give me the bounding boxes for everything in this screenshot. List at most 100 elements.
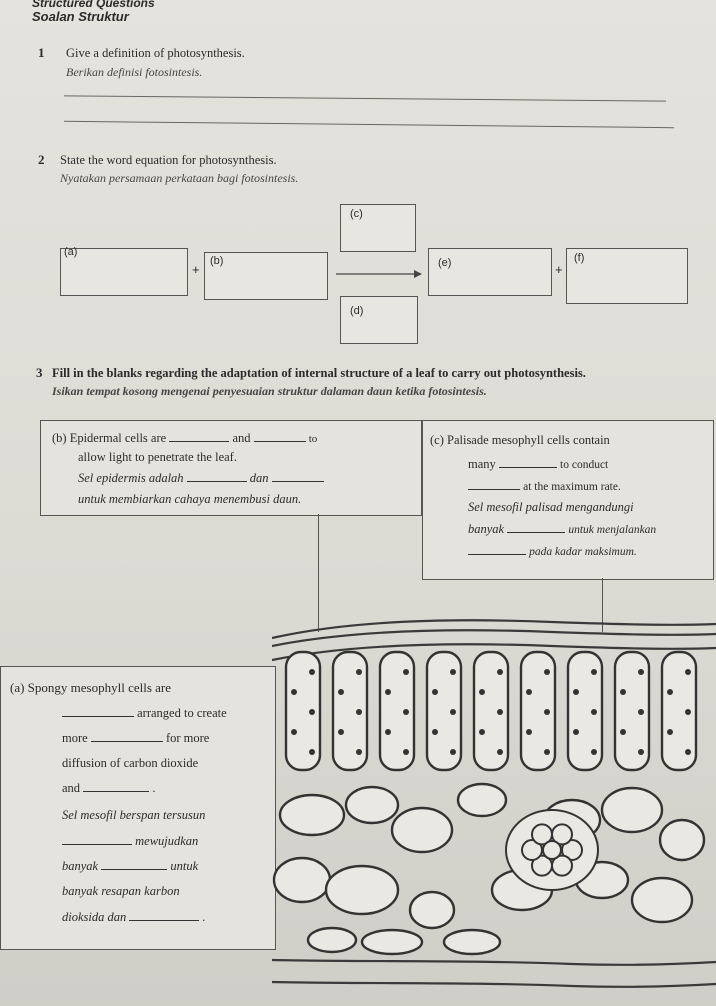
chloroplast xyxy=(497,669,503,675)
palisade-cell xyxy=(472,650,510,772)
chloroplast xyxy=(291,729,297,735)
equation-box-e[interactable] xyxy=(428,248,552,296)
equation-box-a[interactable] xyxy=(60,248,188,296)
chloroplast xyxy=(385,689,391,695)
equation-box-e-label: (e) xyxy=(438,257,452,269)
spongy-cell xyxy=(278,793,346,837)
plus-sign-2: + xyxy=(555,262,563,277)
xylem-vessel xyxy=(531,854,553,877)
phloem-cell xyxy=(542,840,562,860)
chloroplast xyxy=(620,689,626,695)
q1-answer-line-1[interactable] xyxy=(64,95,666,102)
palisade-cell xyxy=(425,650,463,772)
chloroplast xyxy=(338,729,344,735)
blank-c4[interactable] xyxy=(468,544,526,555)
equation-box-c-label: (c) xyxy=(350,208,363,220)
chloroplast xyxy=(685,669,691,675)
blank-a2[interactable] xyxy=(90,731,163,742)
chloroplast xyxy=(573,729,579,735)
chloroplast xyxy=(544,669,550,675)
equation-box-c[interactable] xyxy=(340,204,416,252)
blank-a3[interactable] xyxy=(83,781,150,792)
blank-c3[interactable] xyxy=(507,522,566,533)
panel-a-line-7: mewujudkan xyxy=(62,834,198,849)
spongy-cell xyxy=(456,782,508,818)
spongy-cell xyxy=(272,856,332,904)
chloroplast xyxy=(338,689,344,695)
equation-box-b[interactable] xyxy=(204,252,328,300)
equation-box-d[interactable] xyxy=(340,296,418,344)
chloroplast xyxy=(638,709,644,715)
chloroplast xyxy=(403,709,409,715)
leaf-cross-section-diagram xyxy=(272,619,716,988)
chloroplast xyxy=(385,729,391,735)
panel-a-spongy xyxy=(0,666,276,950)
lower-epidermis xyxy=(272,958,716,966)
chloroplast xyxy=(403,669,409,675)
chloroplast xyxy=(479,729,485,735)
equation-box-b-label: (b) xyxy=(210,255,224,267)
palisade-cell xyxy=(284,650,322,772)
equation-box-a-label: (a) xyxy=(64,246,78,258)
lower-cuticle xyxy=(272,980,716,988)
blank-b2[interactable] xyxy=(253,431,306,442)
spongy-cell xyxy=(408,890,456,930)
chloroplast xyxy=(620,729,626,735)
chloroplast xyxy=(591,669,597,675)
spongy-cell xyxy=(600,786,664,834)
chloroplast xyxy=(544,749,550,755)
chloroplast xyxy=(544,709,550,715)
palisade-cell xyxy=(566,650,604,772)
spongy-cell xyxy=(306,926,358,954)
blank-a4[interactable] xyxy=(62,834,132,845)
chloroplast xyxy=(667,729,673,735)
chloroplast xyxy=(526,729,532,735)
panel-b-line-4: untuk membiarkan cahaya menembusi daun. xyxy=(78,492,302,506)
panel-c-line-4: Sel mesofil palisad mengandungi xyxy=(468,500,634,514)
q1-answer-line-2[interactable] xyxy=(64,120,674,129)
palisade-cell xyxy=(519,650,557,772)
blank-b4[interactable] xyxy=(271,471,324,482)
q2-number: 2 xyxy=(38,152,45,167)
section-title-en: Structured Questions xyxy=(32,0,155,10)
equation-arrow xyxy=(336,270,422,278)
chloroplast xyxy=(685,709,691,715)
panel-a-line-8: banyak untuk xyxy=(62,859,199,873)
blank-a1[interactable] xyxy=(62,706,134,717)
palisade-cell xyxy=(331,650,369,772)
chloroplast xyxy=(403,749,409,755)
chloroplast xyxy=(526,689,532,695)
palisade-cell xyxy=(660,650,698,772)
connector-b xyxy=(318,514,319,632)
chloroplast xyxy=(573,689,579,695)
blank-c2[interactable] xyxy=(468,479,520,490)
blank-b3[interactable] xyxy=(186,471,247,482)
chloroplast xyxy=(497,709,503,715)
blank-a5[interactable] xyxy=(101,859,168,870)
spongy-cell xyxy=(442,928,502,956)
q1-number: 1 xyxy=(38,45,45,60)
plus-sign-1: + xyxy=(192,262,200,277)
chloroplast xyxy=(291,689,297,695)
blank-a6[interactable] xyxy=(129,910,200,921)
panel-a-line-10: dioksida dan . xyxy=(62,910,206,924)
panel-a-line-9: banyak resapan karbon xyxy=(62,884,180,898)
chloroplast xyxy=(309,669,315,675)
chloroplast xyxy=(309,749,315,755)
blank-b1[interactable] xyxy=(169,431,230,442)
panel-b-line-3: Sel epidermis adalah dan xyxy=(78,471,324,486)
panel-a-line-2: arranged to create xyxy=(62,706,227,721)
blank-c1[interactable] xyxy=(498,457,557,468)
panel-c-line-3: at the maximum rate. xyxy=(468,479,621,494)
equation-box-f[interactable] xyxy=(566,248,688,304)
spongy-cell xyxy=(324,864,400,916)
chloroplast xyxy=(685,749,691,755)
chloroplast xyxy=(591,709,597,715)
chloroplast xyxy=(356,669,362,675)
panel-a-line-4: diffusion of carbon dioxide xyxy=(62,756,199,770)
panel-c-line-1: (c) Palisade mesophyll cells contain xyxy=(430,433,610,447)
q2-text-en: State the word equation for photosynthes… xyxy=(60,153,277,167)
panel-c-line-5: banyak untuk menjalankan xyxy=(468,522,657,536)
chloroplast xyxy=(479,689,485,695)
